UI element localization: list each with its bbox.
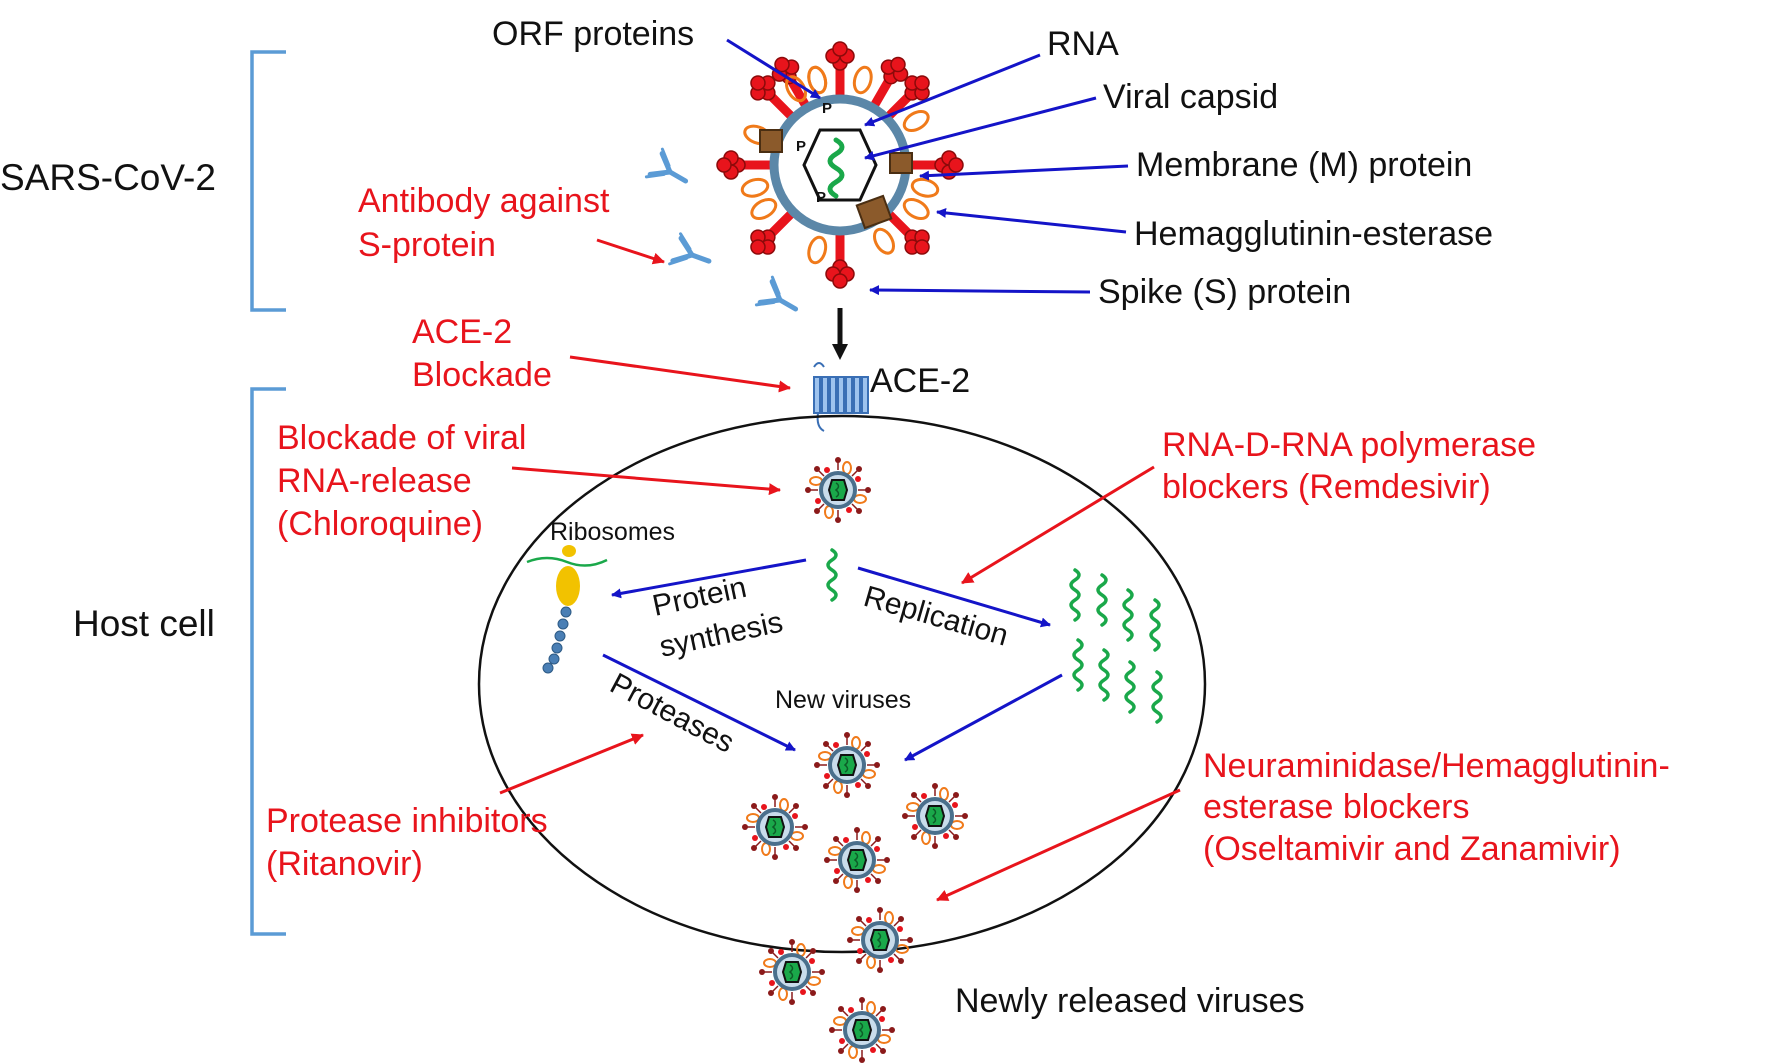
membrane-protein-icon bbox=[889, 152, 913, 174]
replicated-rna-cluster bbox=[1069, 568, 1163, 724]
label-neuraminidase-line1: Neuraminidase/Hemagglutinin- bbox=[1203, 747, 1670, 785]
label-polymerase-line2: blockers (Remdesivir) bbox=[1162, 468, 1491, 506]
new-virus-icon bbox=[812, 730, 882, 800]
p-mark-left: P bbox=[796, 138, 806, 155]
virus-bracket bbox=[250, 50, 286, 312]
label-ace2-blockade-line2: Blockade bbox=[412, 356, 552, 394]
label-rna-release-line2: RNA-release bbox=[277, 462, 472, 500]
hemagglutinin-esterase-icon bbox=[852, 65, 873, 95]
antibody-arrow bbox=[596, 238, 665, 265]
spike-protein-icon bbox=[886, 75, 930, 119]
released-virus-icon bbox=[827, 995, 897, 1063]
protease-inhibitor-arrow bbox=[499, 733, 644, 795]
neuraminidase-arrow bbox=[936, 788, 1181, 902]
antibody-icon bbox=[646, 149, 693, 195]
spike-protein-icon bbox=[750, 211, 794, 255]
replication-arrow bbox=[857, 566, 1051, 628]
label-newly-released: Newly released viruses bbox=[955, 982, 1305, 1020]
protein-synthesis-arrow bbox=[611, 558, 807, 599]
host-group-label: Host cell bbox=[73, 603, 215, 644]
label-ace2: ACE-2 bbox=[870, 362, 970, 400]
label-antibody-line1: Antibody against bbox=[358, 182, 610, 220]
assembly-arrow bbox=[904, 673, 1063, 762]
spike-protein-icon bbox=[716, 150, 770, 180]
new-virus-icon bbox=[900, 781, 970, 851]
virus-group-label: SARS-CoV-2 bbox=[0, 157, 216, 198]
label-neuraminidase-line2: esterase blockers bbox=[1203, 788, 1469, 826]
label-rna: RNA bbox=[1047, 25, 1119, 63]
label-spike-protein: Spike (S) protein bbox=[1098, 273, 1351, 311]
label-neuraminidase-line3: (Oseltamivir and Zanamivir) bbox=[1203, 830, 1621, 868]
antibody-icon bbox=[670, 234, 715, 276]
spike-protein-icon bbox=[825, 235, 855, 289]
new-virus-icon bbox=[740, 792, 810, 862]
spike-protein-icon bbox=[750, 75, 794, 119]
label-antibody-line2: S-protein bbox=[358, 226, 496, 264]
membrane-protein-icon bbox=[759, 129, 783, 153]
ribosome-icon bbox=[526, 545, 608, 674]
sars-cov-2-virion: P P P bbox=[716, 41, 964, 289]
hemagglutinin-esterase-icon bbox=[910, 177, 940, 198]
hemagglutinin-esterase-icon bbox=[807, 235, 828, 265]
p-mark-top: P bbox=[822, 100, 832, 117]
p-mark-bottom: P bbox=[816, 189, 826, 206]
hemagglutinin-esterase-icon bbox=[740, 177, 770, 198]
ace2-receptor-icon bbox=[813, 362, 869, 432]
spike-protein-icon bbox=[871, 56, 909, 107]
viral-capsid-icon bbox=[802, 128, 878, 202]
label-hemagglutinin-esterase: Hemagglutinin-esterase bbox=[1134, 215, 1493, 253]
rna-release-arrow bbox=[511, 466, 781, 496]
label-polymerase-line1: RNA-D-RNA polymerase bbox=[1162, 426, 1536, 464]
label-orf-proteins: ORF proteins bbox=[492, 15, 694, 53]
label-rna-release-line3: (Chloroquine) bbox=[277, 505, 483, 543]
spike-protein-icon bbox=[886, 211, 930, 255]
released-virus-icon bbox=[757, 937, 827, 1007]
polymerase-arrow bbox=[961, 465, 1155, 585]
antibody-icon bbox=[756, 277, 803, 323]
label-new-viruses: New viruses bbox=[775, 686, 911, 714]
virion-pointer-arrows bbox=[726, 38, 1129, 296]
spike-protein-icon bbox=[825, 41, 855, 95]
hemagglutinin-esterase-icon bbox=[750, 198, 778, 220]
hemagglutinin-esterase-icon bbox=[873, 227, 895, 255]
host-bracket bbox=[250, 387, 286, 936]
membrane-protein-icon bbox=[855, 194, 893, 230]
label-protease-inhibitors-line2: (Ritanovir) bbox=[266, 845, 423, 883]
proteases-arrow bbox=[602, 653, 796, 752]
host-cell-membrane bbox=[477, 414, 1207, 954]
label-viral-capsid: Viral capsid bbox=[1103, 78, 1278, 116]
label-ace2-blockade-line1: ACE-2 bbox=[412, 313, 512, 351]
viral-rna-icon bbox=[827, 137, 845, 199]
label-membrane-protein: Membrane (M) protein bbox=[1136, 146, 1472, 184]
new-virus-icon bbox=[822, 825, 892, 895]
ace2-blockade-arrow bbox=[569, 355, 791, 393]
released-rna-icon bbox=[826, 548, 838, 602]
label-ribosomes: Ribosomes bbox=[550, 518, 675, 546]
hemagglutinin-esterase-icon bbox=[902, 110, 930, 132]
internalized-virion-icon bbox=[803, 455, 873, 525]
hemagglutinin-esterase-icon bbox=[902, 198, 930, 220]
label-protease-inhibitors-line1: Protease inhibitors bbox=[266, 802, 548, 840]
released-virus-icon bbox=[845, 905, 915, 975]
label-rna-release-line1: Blockade of viral bbox=[277, 419, 526, 457]
